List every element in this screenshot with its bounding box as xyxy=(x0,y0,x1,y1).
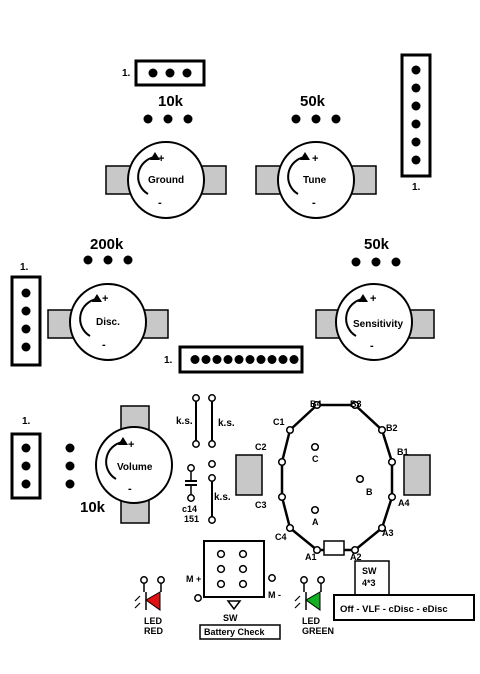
contact-a1: A1 xyxy=(305,552,317,562)
pot-ground: 10k + Ground - xyxy=(105,93,227,219)
pot-volume-plus: + xyxy=(128,439,134,451)
right-connector: 1. xyxy=(400,53,432,193)
led-green-label-2: GREEN xyxy=(302,626,334,636)
led-green-body xyxy=(305,591,321,611)
led-red-body xyxy=(145,591,161,611)
bottom-left-connector-pin1-label: 1. xyxy=(22,416,31,427)
mode-switch-type: 4*3 xyxy=(362,578,376,588)
pot-volume-minus: - xyxy=(128,483,132,495)
inner-c: C xyxy=(312,454,319,464)
pot-sensitivity: 50k + Sensitivity - xyxy=(315,236,435,361)
capacitor-name: c14 xyxy=(182,504,197,514)
battery-check-switch: M + M - SW Battery Check xyxy=(186,540,281,640)
pot-disc-value: 200k xyxy=(90,236,124,253)
pot-sensitivity-plus: + xyxy=(370,293,376,305)
pot-ground-name: Ground xyxy=(148,175,184,186)
ks-label-2: k.s. xyxy=(218,418,235,429)
mode-switch: SW 4*3 Off - VLF - cDisc - eDisc xyxy=(333,560,475,621)
pot-sensitivity-name: Sensitivity xyxy=(353,319,403,330)
middle-connector-pin1-label: 1. xyxy=(164,355,173,366)
led-red: LED RED xyxy=(134,576,165,636)
meter-plus-label: M + xyxy=(186,574,201,584)
capacitor-code: 151 xyxy=(184,514,199,524)
pot-ground-plus: + xyxy=(158,153,164,165)
contact-b3: B3 xyxy=(350,399,362,409)
pot-sensitivity-value: 50k xyxy=(364,236,390,253)
ks-jumpers: k.s. k.s. k.s. xyxy=(176,394,235,524)
led-green-label-1: LED xyxy=(302,616,321,626)
ks-label-1: k.s. xyxy=(176,416,193,427)
pot-volume-value: 10k xyxy=(80,499,106,516)
rotary-switch: B4 B3 B2 B1 A4 A3 A2 A1 C4 C3 C2 C1 C B … xyxy=(235,399,431,562)
ks-label-3: k.s. xyxy=(214,492,231,503)
contact-c4: C4 xyxy=(275,532,287,542)
top-connector: 1. xyxy=(122,59,206,87)
meter-minus-label: M - xyxy=(268,590,281,600)
pot-tune-value: 50k xyxy=(300,93,326,110)
pot-disc: 200k + Disc. - xyxy=(47,236,169,361)
battery-switch-sw: SW xyxy=(223,613,238,623)
left-connector: 1. xyxy=(10,262,42,367)
contact-c1: C1 xyxy=(273,417,285,427)
contact-a3: A3 xyxy=(382,528,394,538)
mode-switch-label: Off - VLF - cDisc - eDisc xyxy=(340,604,448,615)
pot-disc-name: Disc. xyxy=(96,317,120,328)
pot-tune-minus: - xyxy=(312,197,316,209)
top-connector-pin1-label: 1. xyxy=(122,68,131,79)
pot-disc-minus: - xyxy=(102,339,106,351)
inner-b: B xyxy=(366,487,373,497)
left-connector-pin1-label: 1. xyxy=(20,262,29,273)
led-red-label-2: RED xyxy=(144,626,164,636)
mode-switch-sw: SW xyxy=(362,566,377,576)
pot-volume-name: Volume xyxy=(117,462,153,473)
led-red-label-1: LED xyxy=(144,616,163,626)
led-green: LED GREEN xyxy=(294,576,334,636)
bottom-left-connector: 1. xyxy=(10,416,42,500)
right-connector-pin1-label: 1. xyxy=(412,182,421,193)
pot-ground-value: 10k xyxy=(158,93,184,110)
pot-volume: + Volume - 10k xyxy=(65,405,173,524)
pot-sensitivity-minus: - xyxy=(370,340,374,352)
middle-connector: 1. xyxy=(164,345,304,374)
inner-a: A xyxy=(312,517,319,527)
battery-switch-label: Battery Check xyxy=(204,627,266,637)
contact-b2: B2 xyxy=(386,423,398,433)
pot-tune: 50k + Tune - xyxy=(255,93,377,219)
pot-tune-plus: + xyxy=(312,153,318,165)
contact-b4: B4 xyxy=(310,399,322,409)
pot-disc-plus: + xyxy=(102,293,108,305)
pot-ground-minus: - xyxy=(158,197,162,209)
pot-tune-name: Tune xyxy=(303,175,327,186)
contact-c3: C3 xyxy=(255,500,267,510)
contact-a2: A2 xyxy=(350,552,362,562)
capacitor-c14: c14 151 xyxy=(182,464,199,524)
contact-b1: B1 xyxy=(397,447,409,457)
contact-c2: C2 xyxy=(255,442,267,452)
contact-a4: A4 xyxy=(398,498,410,508)
